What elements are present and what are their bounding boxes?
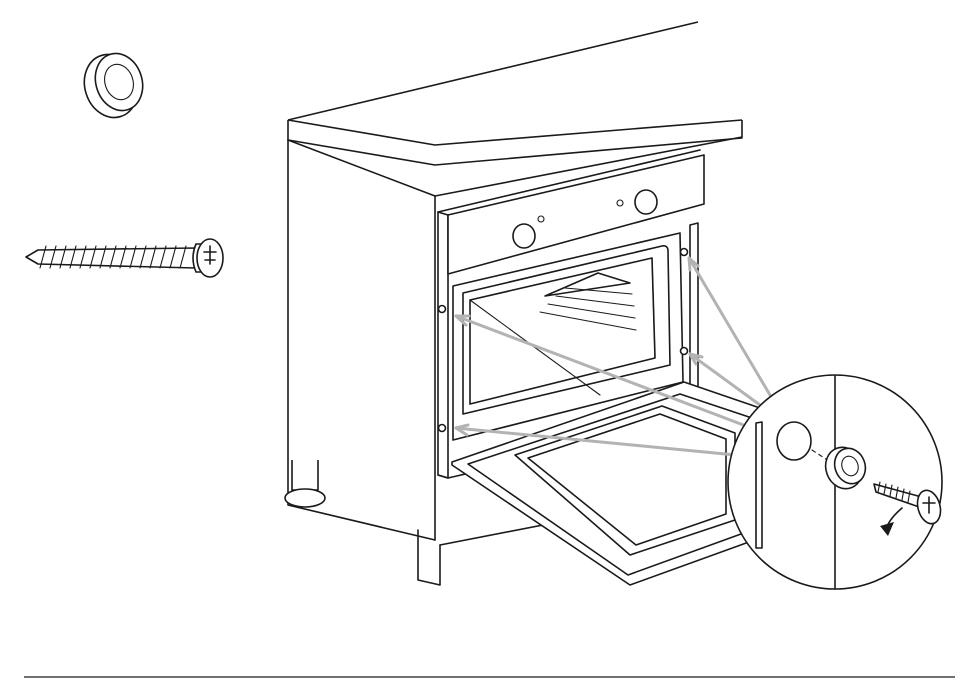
screw-icon xyxy=(25,238,224,278)
indication-arrows xyxy=(454,256,772,458)
oven-control-panel xyxy=(447,154,705,275)
kitchen-cabinet xyxy=(284,21,743,586)
spacer-bushing-icon xyxy=(83,52,144,119)
detail-magnifier xyxy=(727,374,943,590)
